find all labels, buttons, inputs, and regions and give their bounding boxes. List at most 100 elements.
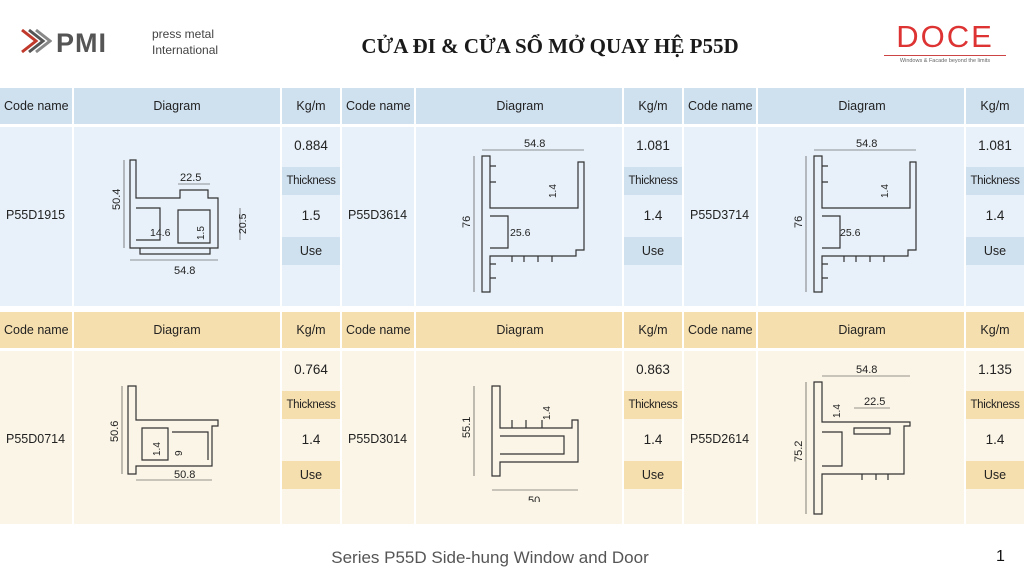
profile-thickness: 1.4 [643,208,663,223]
profile-thickness: 1.4 [985,208,1005,223]
thickness-label: Thickness [282,167,340,195]
column-divider [72,88,74,306]
profile-weight: 0.764 [294,362,328,377]
dim-thickness: 1.4 [880,184,891,198]
doce-logo-divider [884,55,1006,56]
pmi-logo-subtext: press metal International [152,26,218,58]
dim-top: 54.8 [524,138,545,150]
col-header-diagram: Diagram [416,312,624,348]
column-divider [280,88,282,306]
dim-inner: 22.5 [864,396,885,408]
doce-tagline: Windows & Facade beyond the limits [899,58,991,64]
column-divider [414,88,416,306]
dim-height: 55.1 [461,417,473,438]
col-header-kg: Kg/m [624,88,682,124]
thickness-label: Thickness [966,167,1024,195]
column-divider [756,88,758,306]
profile-diagram-p55d0714: 50.6 50.8 1.4 9 [109,385,219,481]
col-header-code: Code name [684,88,760,124]
header-divider [0,348,1024,351]
profile-code: P55D0714 [6,432,66,446]
doce-logo-text: DOCE [896,19,994,54]
dim-height: 75.2 [793,441,805,462]
col-header-code: Code name [0,88,74,124]
dim-height: 76 [793,216,805,228]
column-divider [964,88,966,306]
col-header-diagram: Diagram [758,312,966,348]
profile-code: P55D3714 [690,208,750,222]
profile-code: P55D3614 [348,208,408,222]
profile-weight: 0.884 [294,138,328,153]
pmi-sub-line2: International [152,43,219,57]
column-divider [622,312,624,524]
column-divider [682,88,684,306]
profile-thickness: 1.4 [643,432,663,447]
profile-diagram-p55d3014: 55.1 50 1.4 [461,385,579,502]
pmi-sub-line1: press metal [152,27,215,41]
thickness-label: Thickness [282,391,340,419]
profile-weight: 1.081 [636,138,670,153]
dim-height: 50.6 [109,421,121,442]
use-label: Use [966,237,1024,265]
col-header-code: Code name [342,88,418,124]
profile-diagram-p55d3614: 54.8 76 25.6 1.4 [461,138,585,293]
use-label: Use [282,461,340,489]
profile-thickness: 1.5 [301,208,321,223]
dim-small: 9 [174,450,185,456]
profile-code: P55D3014 [348,432,408,446]
thickness-label: Thickness [624,391,682,419]
profile-diagram-p55d3714: 54.8 76 25.6 1.4 [793,138,917,293]
profile-thickness: 1.4 [985,432,1005,447]
column-divider [622,88,624,306]
dim-thickness: 1.4 [548,184,559,198]
column-divider [682,312,684,524]
column-divider [340,88,342,306]
dim-height: 76 [461,216,473,228]
profile-diagram-p55d1915: 22.5 54.8 50.4 14.6 1.5 20.5 [111,159,249,277]
dim-right: 20.5 [237,213,249,234]
dim-width: 50 [528,495,540,502]
dim-height: 50.4 [111,189,123,210]
use-label: Use [282,237,340,265]
column-divider [72,312,74,524]
dim-inner: 25.6 [840,227,861,239]
dim-thickness: 1.4 [542,406,553,420]
dim-inner: 14.6 [150,227,171,239]
use-label: Use [624,237,682,265]
footer-caption: Series P55D Side-hung Window and Door [331,548,649,567]
column-divider [414,312,416,524]
column-divider [964,312,966,524]
pmi-mark-icon [21,28,52,54]
dim-inner: 25.6 [510,227,531,239]
col-header-kg: Kg/m [282,88,340,124]
thickness-label: Thickness [624,167,682,195]
dim-thickness: 1.4 [832,404,843,418]
col-header-code: Code name [0,312,74,348]
profile-weight: 1.135 [978,362,1012,377]
col-header-diagram: Diagram [74,88,280,124]
profile-code: P55D2614 [690,432,750,446]
use-label: Use [966,461,1024,489]
dim-top: 54.8 [856,138,877,150]
use-label: Use [624,461,682,489]
profile-table-top: Code name Diagram Kg/m Code name Diagram… [0,88,1024,306]
profile-weight: 0.863 [636,362,670,377]
col-header-diagram: Diagram [758,88,966,124]
col-header-kg: Kg/m [282,312,340,348]
column-divider [280,312,282,524]
page-number: 1 [996,548,1005,565]
profile-table-bottom: Code name Diagram Kg/m Code name Diagram… [0,312,1024,524]
column-divider [756,312,758,524]
dim-width: 50.8 [174,469,195,481]
profile-weight: 1.081 [978,138,1012,153]
dim-thickness: 1.4 [152,442,163,456]
dim-top: 54.8 [856,364,877,376]
col-header-kg: Kg/m [966,312,1024,348]
column-divider [340,312,342,524]
doce-logo: DOCE Windows & Facade beyond the limits [880,20,1010,70]
header-divider [0,124,1024,127]
profile-diagram-p55d2614: 54.8 75.2 22.5 1.4 [793,364,911,515]
thickness-label: Thickness [966,391,1024,419]
dim-thickness: 1.5 [196,226,207,240]
col-header-diagram: Diagram [416,88,624,124]
